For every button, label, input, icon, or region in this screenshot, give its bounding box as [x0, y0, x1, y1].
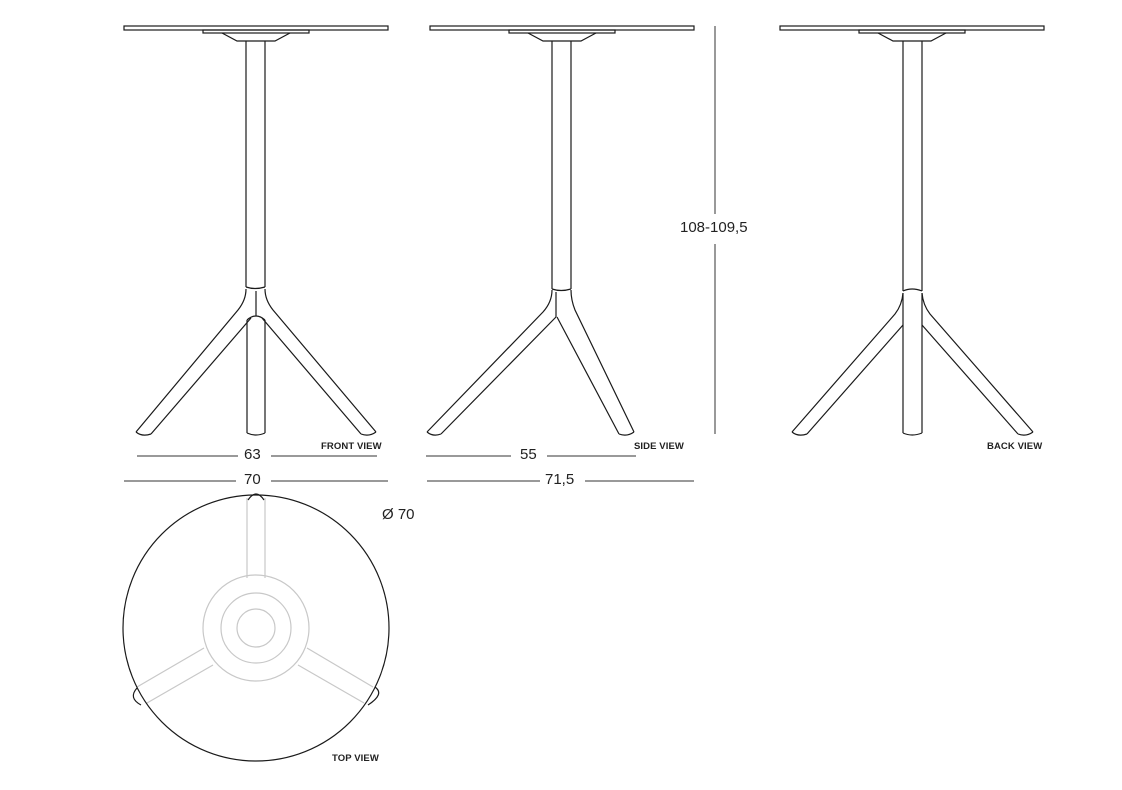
tabletop-outline	[122, 494, 390, 762]
dim-side-total-width: 71,5	[541, 472, 579, 488]
back-view-drawing	[779, 25, 1045, 436]
dim-side-leg-span: 55	[516, 447, 541, 463]
top-view-drawing	[122, 493, 390, 762]
front-view-drawing	[123, 25, 389, 436]
dim-front-leg-span: 63	[240, 447, 265, 463]
foot-top	[247, 493, 265, 501]
foot-right	[367, 686, 380, 706]
back-view-label: BACK VIEW	[987, 441, 1043, 452]
top-view-label: TOP VIEW	[332, 753, 379, 764]
dim-height: 108-109,5	[676, 220, 752, 236]
tabletop	[123, 25, 389, 31]
front-view-label: FRONT VIEW	[321, 441, 382, 452]
side-view-label: SIDE VIEW	[634, 441, 684, 452]
mounting-plate	[202, 29, 310, 34]
side-view-drawing	[426, 25, 695, 436]
dim-diameter: Ø 70	[378, 507, 419, 523]
dim-front-total-width: 70	[240, 472, 265, 488]
bracket	[221, 32, 291, 42]
foot-left	[132, 687, 142, 706]
dimension-lines	[124, 26, 716, 482]
